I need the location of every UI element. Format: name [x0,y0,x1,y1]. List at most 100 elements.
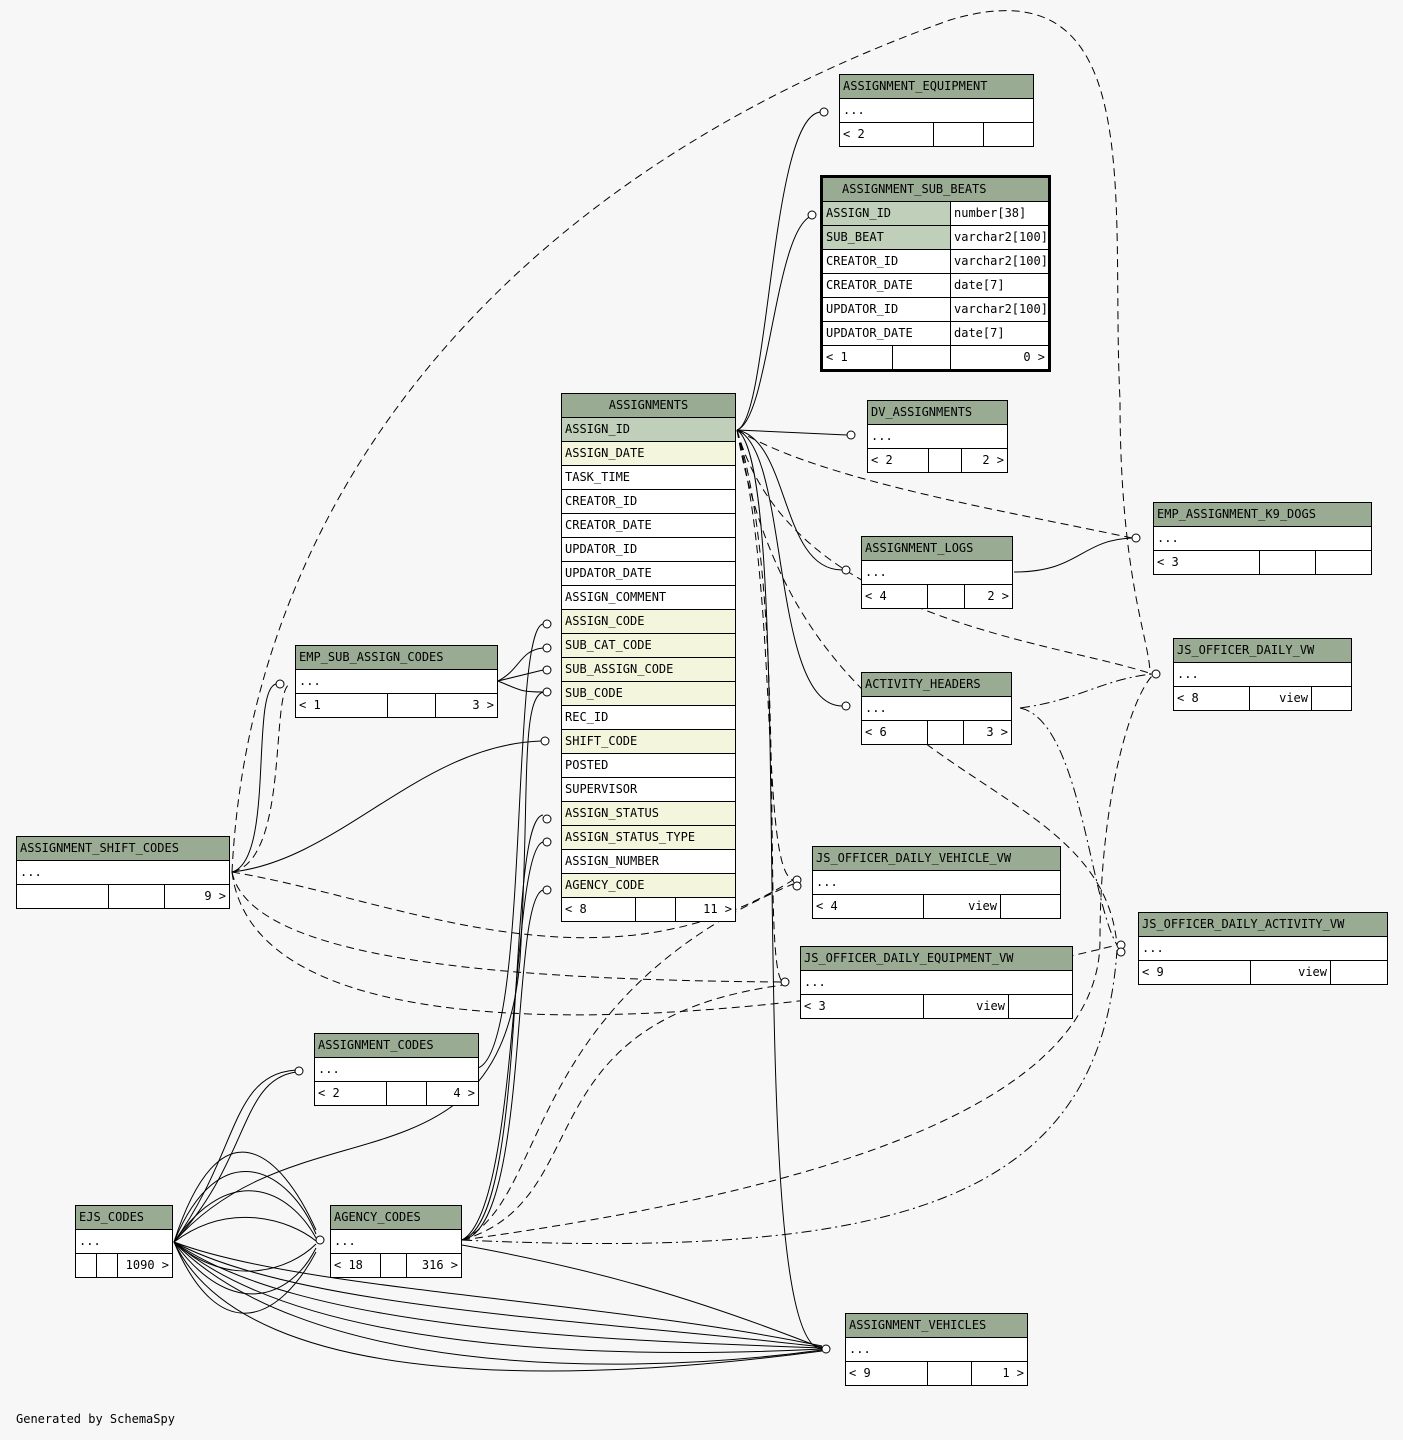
column-name: SHIFT_CODE [565,734,638,748]
column-name: UPDATOR_DATE [823,322,951,345]
parents-count: < 1 [296,694,388,717]
table-footer: < 9 1 > [846,1362,1027,1385]
table-title: JS_OFFICER_DAILY_VW [1174,639,1351,663]
children-count: 3 > [986,725,1008,739]
parents-count: < 8 [1174,687,1250,710]
edge-ejs-agency-4 [173,1216,317,1243]
table-title: ACTIVITY_HEADERS [862,673,1011,697]
edge-agency-daily-activity [461,949,1118,1244]
edge-shift-emp-sub [231,683,277,873]
table-activity-headers[interactable]: ACTIVITY_HEADERS ... < 6 3 > [861,672,1012,745]
column-name: ASSIGN_DATE [565,446,645,460]
table-agency-codes[interactable]: AGENCY_CODES ... < 18 316 > [330,1205,462,1278]
table-assignment-shift-codes[interactable]: ASSIGNMENT_SHIFT_CODES ... 9 > [16,836,230,909]
table-title: ASSIGNMENT_EQUIPMENT [840,75,1033,99]
table-footer: < 1 0 > [823,346,1048,369]
edge-ejs-vehicles-3 [173,1241,823,1349]
parents-count: < 2 [840,123,934,146]
edge-ejs-vehicles-1 [173,1241,823,1347]
table-js-officer-daily-vw[interactable]: JS_OFFICER_DAILY_VW ... < 8 view [1173,638,1352,711]
footer-blank [893,346,951,369]
edge-assignments-dv [736,429,848,436]
table-assignment-codes[interactable]: ASSIGNMENT_CODES ... < 2 4 > [314,1033,479,1106]
column-row: SUB_CODE [562,682,735,706]
edge-ejs-agency-7 [173,1241,317,1314]
children-count: 1 > [1002,1366,1024,1380]
footer-blank [1001,895,1060,918]
table-emp-assignment-k9-dogs[interactable]: EMP_ASSIGNMENT_K9_DOGS ... < 3 [1153,502,1372,575]
table-footer: < 4 2 > [862,585,1012,608]
column-name: REC_ID [565,710,609,724]
table-footer: < 9 view [1139,961,1387,984]
column-name: ASSIGN_ID [565,422,631,436]
footer-blank [388,694,436,717]
column-row: POSTED [562,754,735,778]
table-js-officer-daily-activity-vw[interactable]: JS_OFFICER_DAILY_ACTIVITY_VW ... < 9 vie… [1138,912,1388,985]
ellipsis: ... [1142,941,1164,955]
column-name: SUPERVISOR [565,782,638,796]
table-emp-sub-assign-codes[interactable]: EMP_SUB_ASSIGN_CODES ... < 1 3 > [295,645,498,718]
table-ellipsis-row: ... [296,670,497,694]
footer-blank [1260,551,1316,574]
table-assignment-vehicles[interactable]: ASSIGNMENT_VEHICLES ... < 9 1 > [845,1313,1028,1386]
children-count: 2 > [982,453,1004,467]
footer-blank [1331,961,1387,984]
column-name: SUB_BEAT [823,226,951,249]
column-type: date[7] [951,322,1048,345]
table-ellipsis-row: ... [813,871,1060,895]
edge-view-daily-vehicle [736,429,794,881]
footer-blank [929,449,962,472]
children-count: 3 > [472,698,494,712]
column-name: ASSIGN_STATUS_TYPE [565,830,696,844]
ellipsis: ... [865,565,887,579]
table-dv-assignments[interactable]: DV_ASSIGNMENTS ... < 2 2 > [867,400,1008,473]
footer-blank [381,1254,407,1277]
parents-count: < 9 [846,1362,928,1385]
parents-count: < 4 [862,585,928,608]
table-ellipsis-row: ... [862,561,1012,585]
ellipsis: ... [318,1062,340,1076]
edge-agency-status [461,814,544,1241]
table-js-officer-daily-equipment-vw[interactable]: JS_OFFICER_DAILY_EQUIPMENT_VW ... < 3 vi… [800,946,1073,1019]
table-title: EMP_SUB_ASSIGN_CODES [296,646,497,670]
table-ejs-codes[interactable]: EJS_CODES ... 1090 > [75,1205,173,1278]
column-row: SUPERVISOR [562,778,735,802]
column-row: ASSIGN_CODE [562,610,735,634]
footer-blank [1009,995,1072,1018]
edge-markers [275,107,1161,1354]
parents-count: < 3 [801,995,924,1018]
parents-count: < 1 [823,346,893,369]
column-name: CREATOR_DATE [823,274,951,297]
edge-view-daily-equipment [736,429,784,983]
edge-ejs-vehicles-2 [173,1241,823,1348]
column-name: SUB_ASSIGN_CODE [565,662,674,676]
edge-empsub-subassign [497,669,544,682]
parents-count: < 3 [1154,551,1260,574]
footer-blank [928,1362,972,1385]
table-title: EJS_CODES [76,1206,172,1230]
table-title: ASSIGNMENT_LOGS [862,537,1012,561]
table-assignment-equipment[interactable]: ASSIGNMENT_EQUIPMENT ... < 2 [839,74,1034,147]
table-footer: < 3 [1154,551,1371,574]
column-row: CREATOR_DATE [562,514,735,538]
edge-asgcodes-assigncode [477,623,544,1069]
ellipsis: ... [20,865,42,879]
table-ellipsis-row: ... [315,1058,478,1082]
table-js-officer-daily-vehicle-vw[interactable]: JS_OFFICER_DAILY_VEHICLE_VW ... < 4 view [812,846,1061,919]
table-title: ASSIGNMENT_VEHICLES [846,1314,1027,1338]
children-count: 11 > [703,902,732,916]
column-row: ASSIGN_STATUS_TYPE [562,826,735,850]
column-row: SHIFT_CODE [562,730,735,754]
table-assignment-logs[interactable]: ASSIGNMENT_LOGS ... < 4 2 > [861,536,1013,609]
ellipsis: ... [871,429,893,443]
footer-blank [928,585,965,608]
column-type: number[38] [951,202,1048,225]
column-name: UPDATOR_DATE [565,566,652,580]
footer-blank [1316,551,1371,574]
column-row: CREATOR_ID [562,490,735,514]
table-footer: < 8 view [1174,687,1351,710]
